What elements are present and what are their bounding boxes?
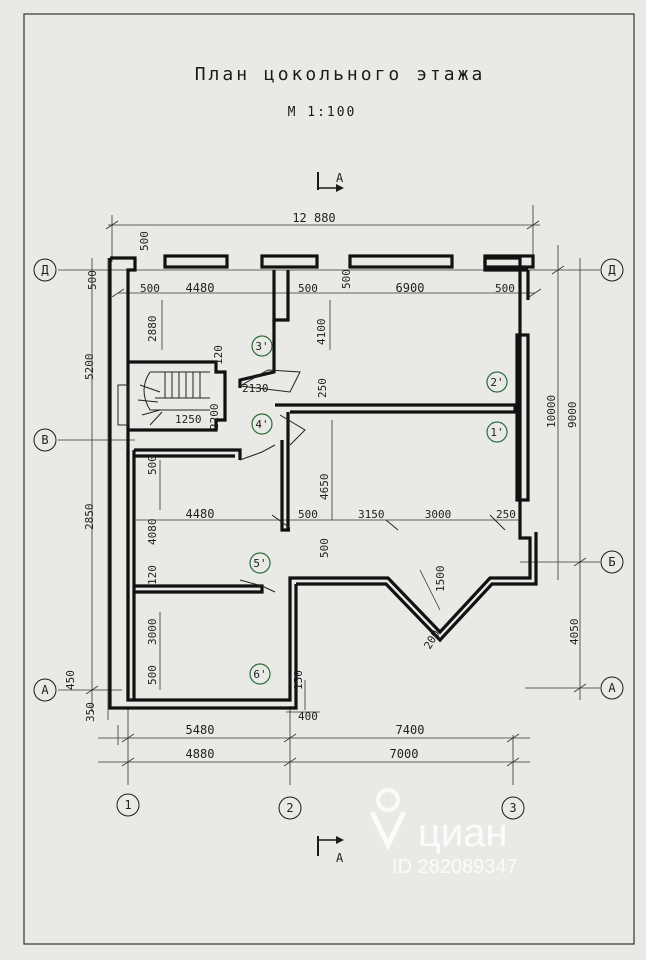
dim-7400: 7400	[396, 723, 425, 737]
axis-markers	[33, 258, 624, 820]
room-markers	[249, 335, 508, 685]
dim-right-room-top: 6900	[396, 281, 425, 295]
axis-col-3: 3	[509, 801, 516, 815]
dim-500-win: 500	[340, 269, 353, 289]
dim-120-b: 120	[146, 565, 159, 585]
dim-right-wall-500: 500	[495, 282, 515, 295]
dim-3000-mid: 3000	[425, 508, 452, 521]
dim-3150: 3150	[358, 508, 385, 521]
dim-250-mid: 250	[496, 508, 516, 521]
dim-150: 150	[292, 670, 305, 690]
dim-500-mid: 500	[298, 282, 318, 295]
axis-b-right: Б	[608, 555, 615, 569]
axis-d-right: Д	[608, 263, 616, 277]
doors	[238, 369, 506, 593]
watermark-id: ID 282089347	[392, 856, 518, 878]
dim-250: 250	[316, 378, 329, 398]
dim-4100: 4100	[315, 319, 328, 346]
dim-500-lower: 500	[318, 538, 331, 558]
room-2: 2'	[490, 376, 503, 389]
dim-500-v-mid: 500	[146, 455, 159, 475]
dim-1250: 1250	[175, 413, 202, 426]
room-3: 3'	[255, 340, 268, 353]
dim-4650: 4650	[318, 474, 331, 501]
staircase	[117, 371, 210, 426]
dim-left-room-top: 4480	[186, 281, 215, 295]
dim-2130: 2130	[242, 382, 269, 395]
dim-500-bottom: 500	[146, 665, 159, 685]
dim-left-top-500: 500	[86, 270, 99, 290]
room-1: 1'	[490, 426, 503, 439]
watermark-logo	[369, 788, 407, 851]
dim-450: 450	[64, 670, 77, 690]
dim-120-a: 120	[212, 345, 225, 365]
dim-4880: 4880	[186, 747, 215, 761]
section-label-bottom: А	[336, 851, 344, 865]
dim-350: 350	[84, 702, 97, 722]
section-label-top: А	[336, 171, 344, 185]
watermark-brand: циан	[418, 811, 508, 855]
axis-a-right: А	[608, 681, 616, 695]
axis-d-left: Д	[41, 263, 49, 277]
sheet-border	[23, 13, 635, 945]
dim-500-h-mid: 500	[298, 508, 318, 521]
dim-2850: 2850	[83, 504, 96, 531]
dim-7000: 7000	[390, 747, 419, 761]
room-5: 5'	[253, 557, 266, 570]
section-marker-bottom	[317, 836, 344, 856]
dim-2880: 2880	[146, 316, 159, 343]
dim-1500: 1500	[434, 566, 447, 593]
dim-10000: 10000	[545, 395, 558, 428]
dim-9000: 9000	[566, 402, 579, 429]
dim-top-wall-left: 500	[138, 231, 151, 251]
dim-4480-mid: 4480	[186, 507, 215, 521]
walls	[108, 254, 538, 710]
section-marker-top	[317, 172, 344, 192]
axis-col-2: 2	[286, 801, 293, 815]
drawing-title: План цокольного этажа	[195, 64, 486, 85]
drawing-scale: М 1:100	[288, 105, 357, 120]
room-6: 6'	[253, 668, 266, 681]
dim-500-left: 500	[140, 282, 160, 295]
axis-a-left: А	[41, 683, 49, 697]
axis-col-1: 1	[124, 798, 131, 812]
dim-4080: 4080	[146, 519, 159, 546]
dim-4050: 4050	[568, 619, 581, 646]
room-4: 4'	[255, 418, 268, 431]
dim-5480: 5480	[186, 723, 215, 737]
dim-400: 400	[298, 710, 318, 723]
axis-v-left: В	[41, 433, 48, 447]
dim-overall-width: 12 880	[292, 211, 335, 225]
dim-3000-lower: 3000	[146, 619, 159, 646]
dim-2200: 2200	[208, 404, 221, 431]
dim-5200: 5200	[83, 354, 96, 381]
